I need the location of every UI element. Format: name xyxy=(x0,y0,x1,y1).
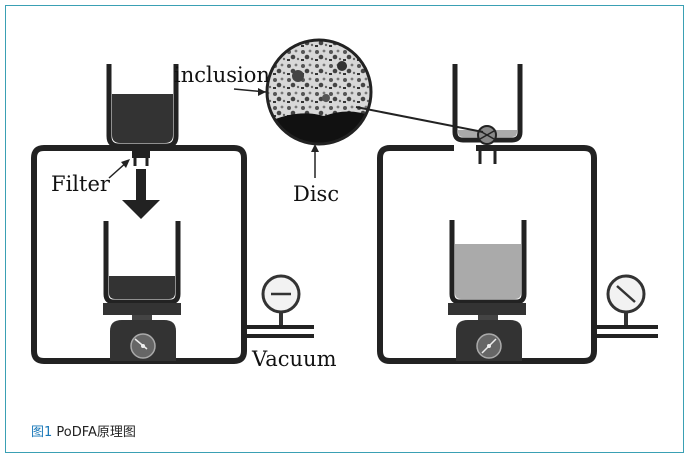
right-lower-crucible xyxy=(449,220,527,305)
label-disc: Disc xyxy=(293,182,339,206)
caption-number: 图1 xyxy=(31,425,53,440)
scale-platform xyxy=(103,303,181,315)
magnified-disc xyxy=(265,38,484,146)
lower-crucible xyxy=(103,221,181,305)
flow-arrowhead xyxy=(122,200,160,219)
label-vacuum: Vacuum xyxy=(251,347,337,371)
molten-metal xyxy=(112,94,173,143)
label-inclusion: inclusion xyxy=(174,63,270,87)
caption-text: PoDFA原理图 xyxy=(52,425,136,440)
label-filter: Filter xyxy=(51,172,111,196)
flow-arrow xyxy=(136,169,146,202)
collected-metal xyxy=(109,276,175,299)
filter xyxy=(132,146,150,158)
figure-caption: 图1 PoDFA原理图 xyxy=(31,421,136,440)
right-collected-metal xyxy=(455,244,521,299)
podfa-diagram: inclusion Filter Disc Vacuum xyxy=(31,38,658,371)
magnify-connector xyxy=(355,106,484,133)
left-apparatus xyxy=(31,64,314,364)
right-apparatus xyxy=(377,64,658,364)
figure-frame: inclusion Filter Disc Vacuum 图1 PoDFA原理图 xyxy=(5,5,684,453)
right-scale-platform xyxy=(448,303,526,315)
